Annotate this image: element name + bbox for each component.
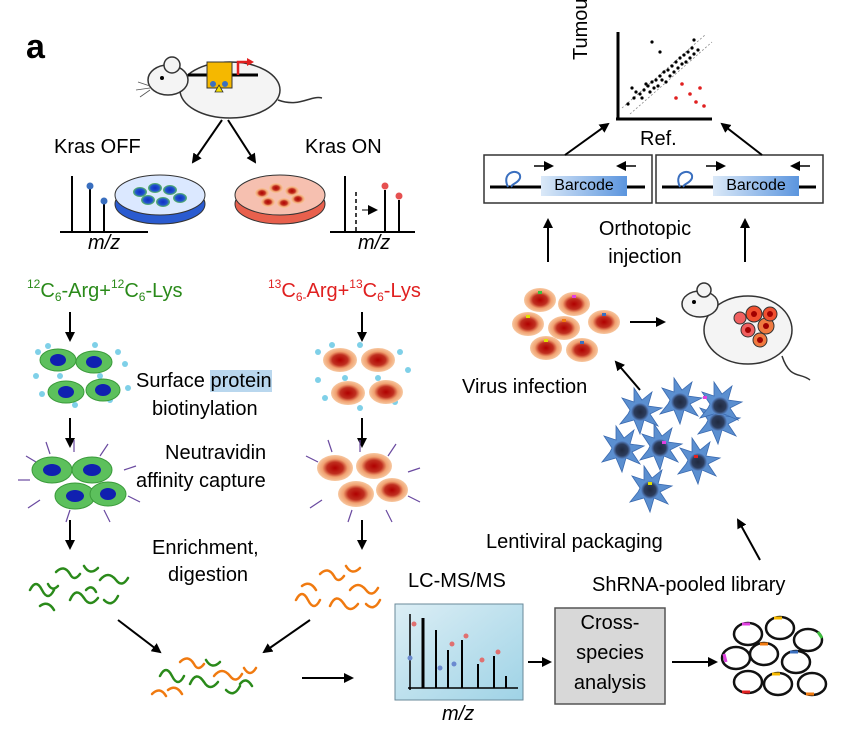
cells-heavy-biotinylated — [315, 342, 411, 411]
tumour-vs-ref-scatter — [616, 32, 713, 121]
cross-species-box — [554, 607, 666, 705]
tumour-axis-label: Tumour — [570, 0, 592, 60]
enrichment-label: Enrichment, — [152, 537, 259, 559]
lentiviral-packaging-label: Lentiviral packaging — [486, 531, 663, 553]
cross-species-label-1: Cross- — [580, 612, 640, 634]
ref-axis-label: Ref. — [640, 128, 677, 150]
lcms-mz-label: m/z — [442, 703, 475, 725]
mz-left-label: m/z — [88, 232, 121, 254]
mz-right-label: m/z — [358, 232, 391, 254]
barcode-left-label: Barcode — [541, 176, 627, 196]
biotinylation-label: biotinylation — [152, 398, 258, 420]
peptides-mixed — [150, 657, 258, 698]
shrna-library — [720, 615, 828, 697]
injection-label: injection — [608, 246, 682, 268]
lcms-label: LC-MS/MS — [408, 570, 506, 592]
cross-species-label-2: species — [576, 642, 644, 664]
panel-label: a — [26, 28, 45, 66]
peptides-heavy — [294, 564, 382, 611]
cross-species-label-3: analysis — [573, 672, 647, 694]
barcode-right-label: Barcode — [713, 176, 799, 196]
surface-protein-label: Surface protein — [136, 370, 272, 392]
dish-blue — [114, 174, 206, 225]
infected-cells — [512, 288, 620, 362]
cells-heavy-captured — [305, 439, 421, 523]
light-isotope-label: 12C6-Arg+12C6-Lys — [27, 277, 183, 304]
spectrum-heavy — [330, 176, 415, 233]
heavy-isotope-label: 13C6-Arg+13C6-Lys — [268, 277, 421, 304]
lcms-spectrum — [394, 603, 524, 701]
shrna-inserts — [722, 616, 824, 696]
tumour-mouse-icon — [681, 282, 811, 381]
virus-infection-label: Virus infection — [462, 376, 588, 398]
kras-on-label: Kras ON — [305, 136, 382, 158]
neutravidin-label: Neutravidin — [165, 442, 267, 464]
virus-particles — [600, 376, 744, 514]
digestion-label: digestion — [168, 564, 249, 586]
dish-red — [234, 174, 326, 225]
kras-off-label: Kras OFF — [54, 136, 141, 158]
cells-light-biotinylated — [33, 342, 131, 408]
mouse-icon — [135, 56, 323, 119]
spectrum-light — [60, 176, 148, 233]
shrna-library-label: ShRNA-pooled library — [592, 574, 786, 596]
cells-light-captured — [18, 440, 141, 523]
affinity-capture-label: affinity capture — [136, 470, 266, 492]
peptides-light — [28, 564, 130, 612]
orthotopic-label: Orthotopic — [598, 218, 692, 240]
